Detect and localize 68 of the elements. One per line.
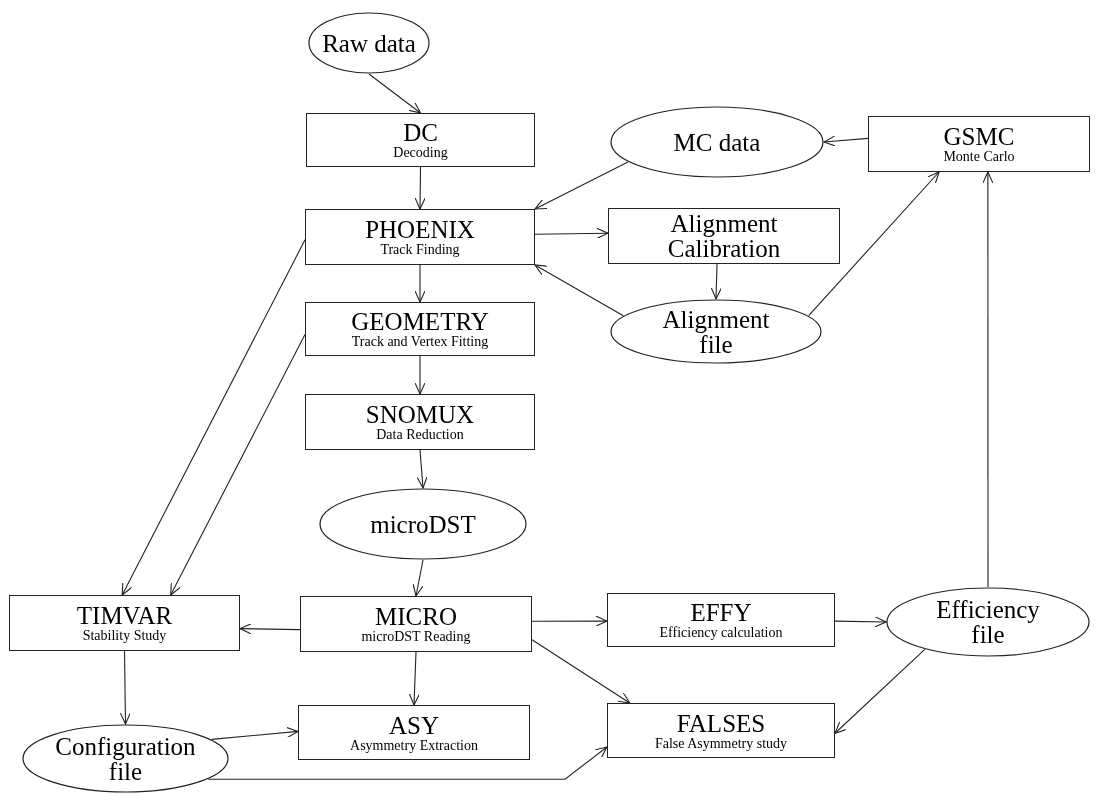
node-title: MICRO xyxy=(375,604,457,629)
node-title: ASY xyxy=(389,712,439,738)
node-title: Alignment file xyxy=(661,306,771,357)
node-subtitle: Stability Study xyxy=(82,629,167,643)
arrow xyxy=(982,171,994,588)
arrow xyxy=(534,227,609,239)
process-box xyxy=(306,113,535,167)
process-box xyxy=(305,209,535,265)
node-subtitle: Track and Vertex Fitting xyxy=(351,335,489,349)
node-subtitle: Asymmetry Extraction xyxy=(350,738,478,753)
arrow xyxy=(412,559,424,597)
node-title: Configuration file xyxy=(54,733,197,784)
arrow xyxy=(408,651,420,706)
node-title: SNOMUX xyxy=(365,402,475,427)
process-box xyxy=(9,595,240,651)
process-box xyxy=(300,596,532,652)
data-ellipse xyxy=(308,12,430,74)
arrow xyxy=(170,333,306,596)
arrow xyxy=(531,615,608,627)
arrow xyxy=(534,264,624,317)
process-box xyxy=(305,302,535,356)
arrow xyxy=(414,264,426,303)
arrow xyxy=(414,166,426,210)
arrow xyxy=(823,135,869,147)
data-ellipse xyxy=(610,106,824,178)
data-ellipse xyxy=(886,587,1090,657)
node-title: GSMC xyxy=(943,124,1015,149)
node-subtitle: Monte Carlo xyxy=(943,150,1015,164)
data-ellipse xyxy=(610,299,822,364)
arrow xyxy=(119,650,131,725)
arrow xyxy=(531,639,631,704)
node-title: EFFY xyxy=(690,600,752,625)
arrow xyxy=(808,171,940,317)
node-title: PHOENIX xyxy=(365,217,475,242)
data-ellipse xyxy=(319,488,527,560)
arrow xyxy=(534,161,629,210)
arrow xyxy=(207,746,608,780)
arrow xyxy=(239,623,301,635)
node-subtitle: microDST Reading xyxy=(361,630,471,644)
node-title: microDST xyxy=(370,511,476,537)
data-ellipse xyxy=(22,724,229,793)
node-title: MC data xyxy=(673,129,761,155)
arrow xyxy=(211,726,299,740)
node-title: Alignment Calibration xyxy=(666,211,782,261)
node-title: DC xyxy=(403,120,438,145)
process-box xyxy=(608,208,840,264)
process-box xyxy=(298,705,530,760)
node-subtitle: Track Finding xyxy=(380,243,460,257)
arrow xyxy=(416,449,428,489)
node-title: Efficiency file xyxy=(935,597,1041,647)
arrow xyxy=(710,263,722,300)
node-title: TIMVAR xyxy=(76,603,173,628)
node-title: FALSES xyxy=(676,710,766,736)
process-box xyxy=(607,703,835,758)
node-title: Raw data xyxy=(322,30,416,56)
process-box xyxy=(868,116,1090,172)
node-subtitle: Decoding xyxy=(393,146,448,160)
arrow xyxy=(121,239,306,596)
arrow xyxy=(414,355,426,395)
node-subtitle: False Asymmetry study xyxy=(654,736,788,751)
node-subtitle: Data Reduction xyxy=(376,428,464,442)
process-box xyxy=(305,394,535,450)
arrow xyxy=(834,648,926,734)
process-box xyxy=(607,593,835,647)
arrow xyxy=(368,73,422,114)
arrow xyxy=(834,616,887,628)
node-subtitle: Efficiency calculation xyxy=(659,626,783,640)
node-title: GEOMETRY xyxy=(351,309,489,334)
